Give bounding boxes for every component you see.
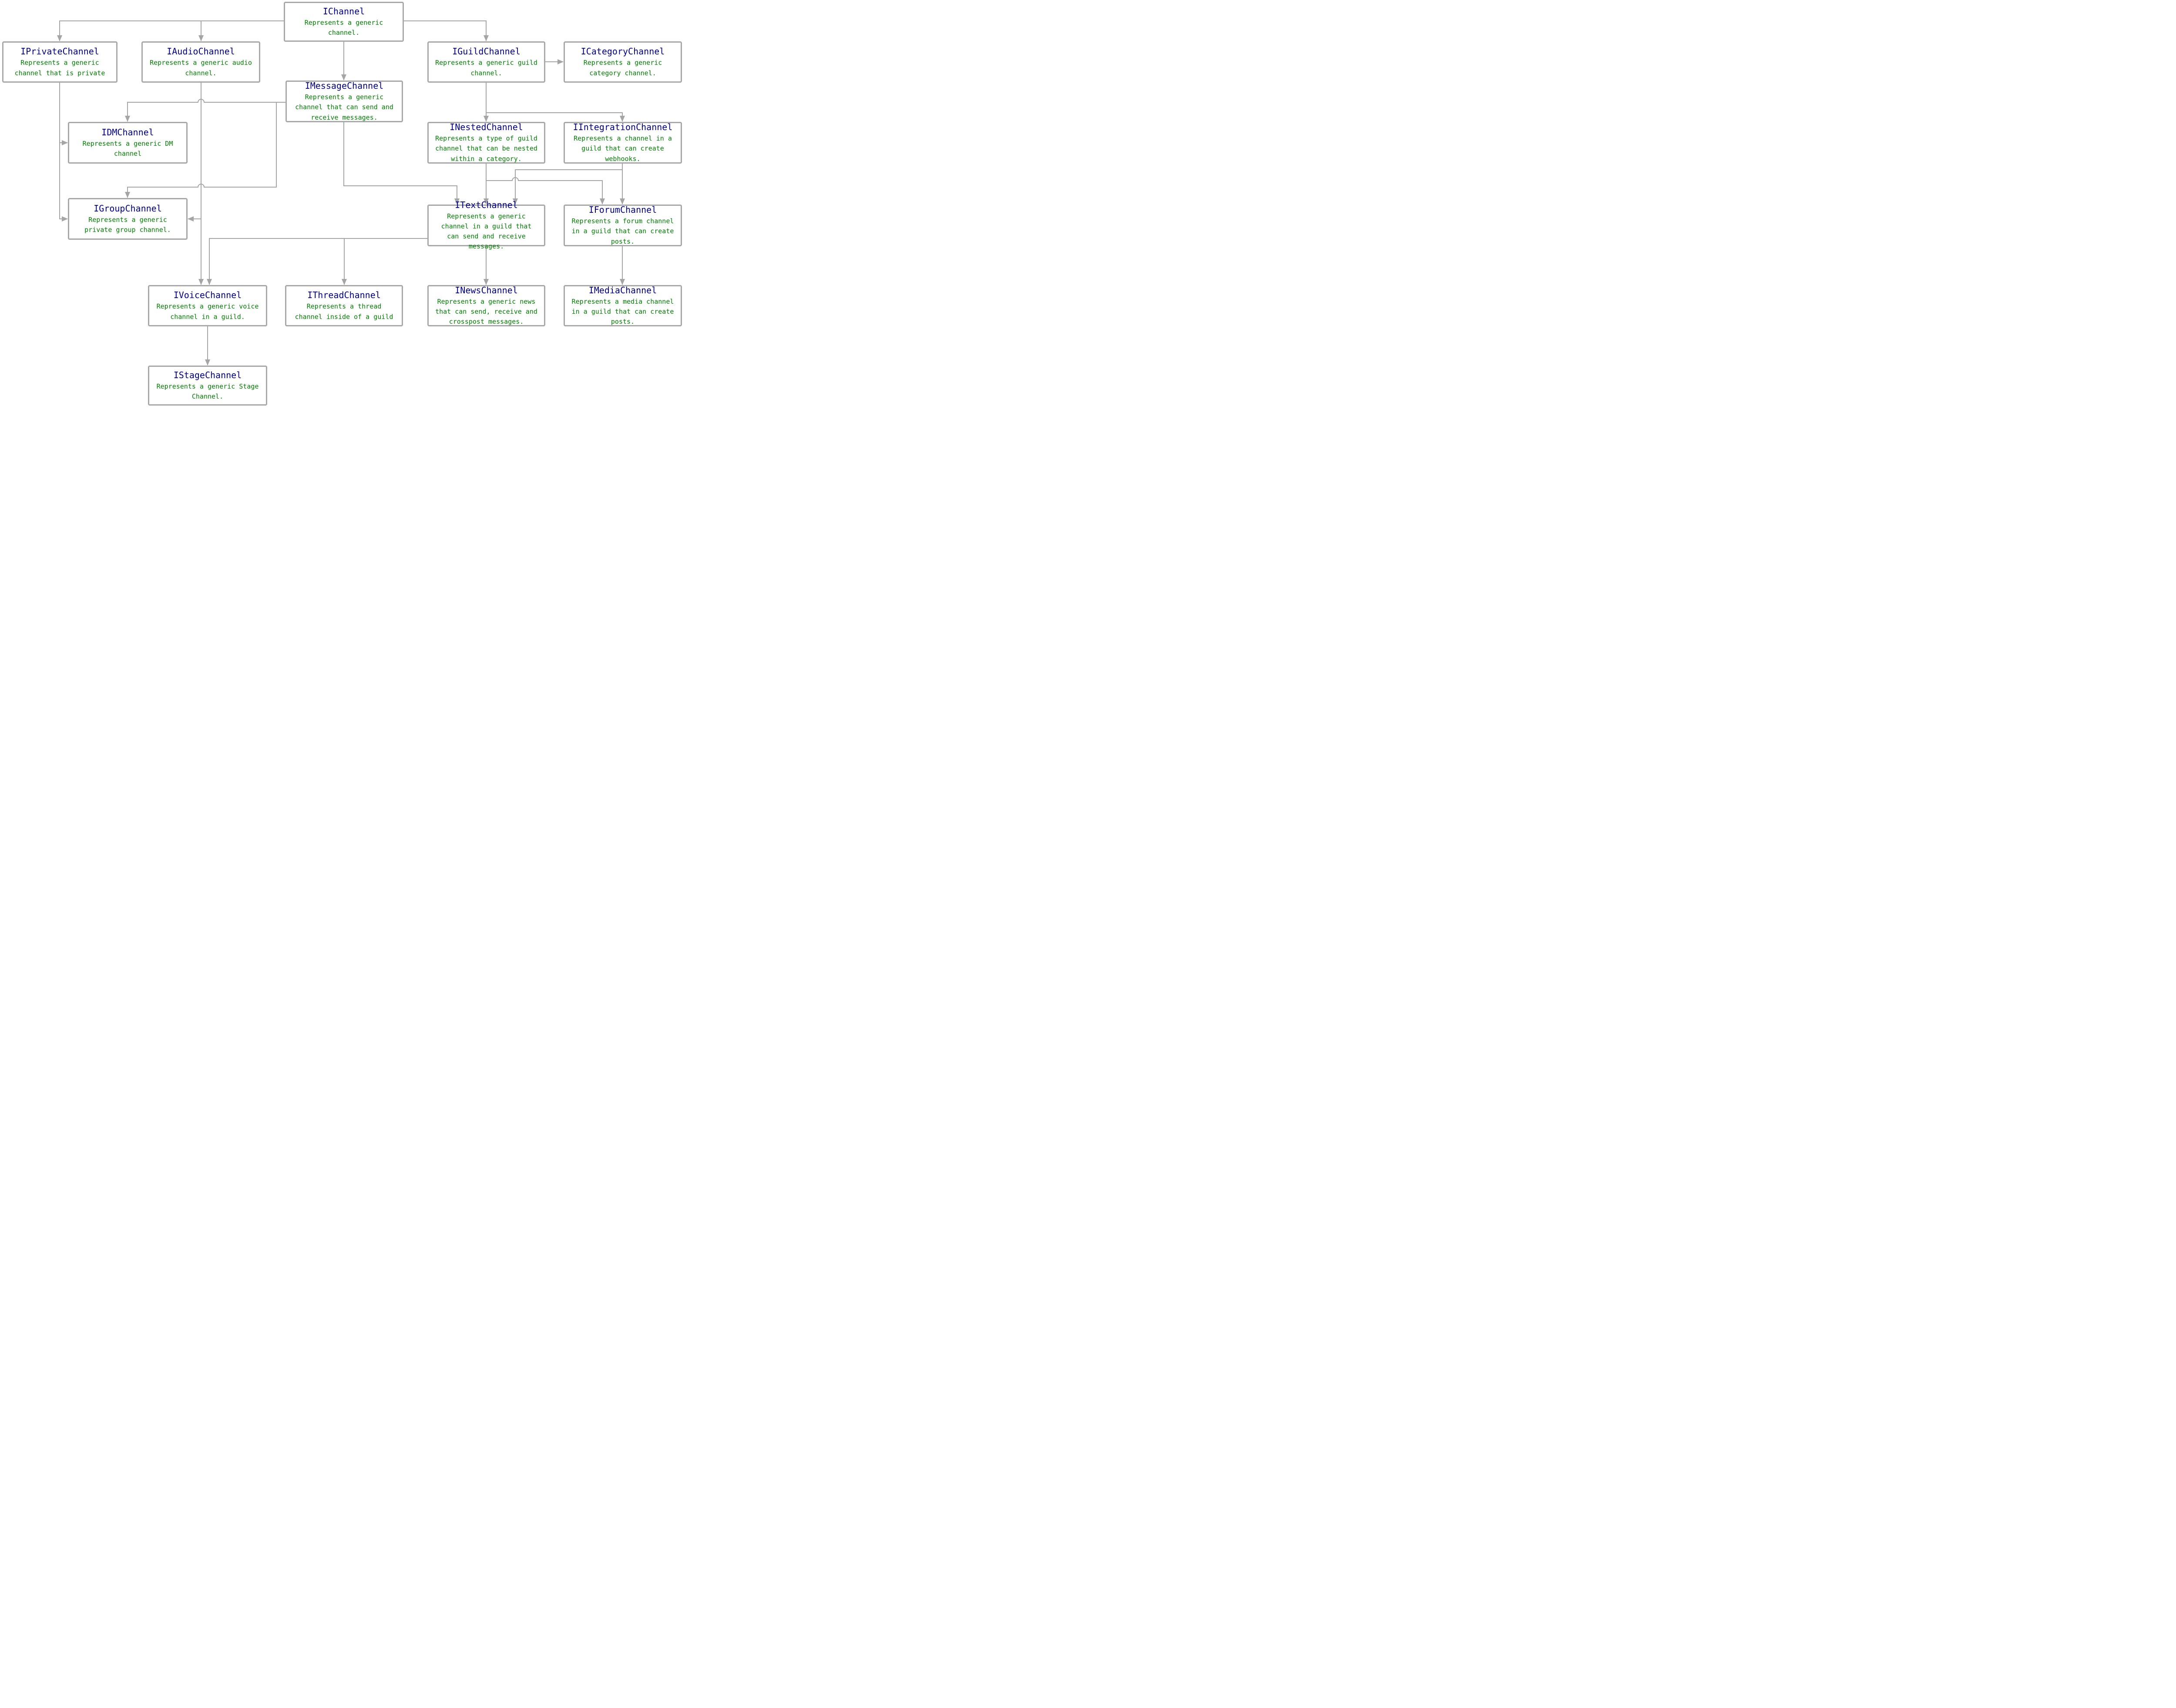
interface-description: Represents a generic audio channel.: [150, 59, 252, 77]
interface-description: Represents a generic category channel.: [583, 59, 662, 77]
interface-name: IStageChannel: [173, 369, 242, 380]
interface-name: IIntegrationChannel: [573, 122, 673, 133]
interface-description: Represents a generic private group chann…: [84, 215, 171, 234]
node-icategorychannel[interactable]: ICategoryChannel Represents a generic ca…: [564, 41, 682, 83]
interface-name: ICategoryChannel: [581, 46, 665, 57]
edge-itextchannel-to-ivoicechannel: [207, 238, 427, 285]
interface-name: IPrivateChannel: [20, 46, 99, 57]
interface-name: IDMChannel: [101, 127, 154, 138]
interface-description: Represents a channel in a guild that can…: [574, 134, 672, 163]
interface-name: IThreadChannel: [307, 290, 381, 301]
node-idmchannel[interactable]: IDMChannel Represents a generic DM chann…: [68, 122, 188, 164]
edge-inestedchannel-to-iforumchannel: [486, 177, 605, 205]
node-imediachannel[interactable]: IMediaChannel Represents a media channel…: [564, 285, 682, 326]
interface-name: IChannel: [322, 6, 365, 17]
edge-iguildchannel-to-iintegrationchannel: [486, 112, 625, 122]
interface-name: IAudioChannel: [167, 46, 235, 57]
node-ivoicechannel[interactable]: IVoiceChannel Represents a generic voice…: [148, 285, 267, 326]
interface-hierarchy-diagram: IChannel Represents a generic channel. I…: [0, 0, 682, 406]
node-imessagechannel[interactable]: IMessageChannel Represents a generic cha…: [285, 81, 403, 122]
edge-iintegrationchannel-to-itextchannel: [513, 169, 622, 205]
interface-description: Represents a generic channel that is pri…: [14, 59, 105, 77]
interface-description: Represents a generic guild channel.: [435, 59, 537, 77]
node-iaudiochannel[interactable]: IAudioChannel Represents a generic audio…: [141, 41, 260, 83]
node-igroupchannel[interactable]: IGroupChannel Represents a generic priva…: [68, 198, 188, 240]
edge-ichannel-to-iprivatechannel: [57, 20, 284, 41]
node-iguildchannel[interactable]: IGuildChannel Represents a generic guild…: [427, 41, 545, 83]
interface-description: Represents a forum channel in a guild th…: [571, 217, 674, 245]
edge-iprivatechannel-to-idmchannel: [59, 83, 68, 145]
interface-description: Represents a type of guild channel that …: [435, 134, 537, 163]
interface-description: Represents a generic DM channel: [82, 139, 173, 158]
interface-name: IForumChannel: [588, 205, 657, 215]
interface-description: Represents a generic news that can send,…: [435, 297, 537, 326]
interface-name: IMediaChannel: [588, 285, 657, 295]
interface-name: IGuildChannel: [452, 46, 520, 57]
interface-name: INewsChannel: [455, 285, 518, 295]
node-itextchannel[interactable]: ITextChannel Represents a generic channe…: [427, 200, 545, 250]
node-iprivatechannel[interactable]: IPrivateChannel Represents a generic cha…: [2, 41, 118, 83]
node-inewschannel[interactable]: INewsChannel Represents a generic news t…: [427, 285, 545, 326]
edge-ichannel-to-iguildchannel: [404, 20, 489, 41]
node-ithreadchannel[interactable]: IThreadChannel Represents a thread chann…: [285, 285, 403, 326]
interface-name: IGroupChannel: [94, 203, 162, 214]
interface-description: Represents a generic channel in a guild …: [441, 212, 532, 251]
node-inestedchannel[interactable]: INestedChannel Represents a type of guil…: [427, 122, 545, 164]
interface-description: Represents a generic voice channel in a …: [156, 302, 259, 321]
node-iforumchannel[interactable]: IForumChannel Represents a forum channel…: [564, 205, 682, 246]
edge-imessagechannel-to-idmchannel: [125, 99, 285, 122]
interface-name: IMessageChannel: [305, 81, 384, 91]
interface-description: Represents a generic Stage Channel.: [156, 382, 259, 400]
interface-description: Represents a thread channel inside of a …: [295, 302, 393, 321]
interface-description: Represents a generic channel that can se…: [295, 93, 393, 121]
node-ichannel[interactable]: IChannel Represents a generic channel.: [284, 2, 404, 42]
interface-description: Represents a generic channel.: [304, 18, 383, 37]
interface-name: IVoiceChannel: [173, 290, 242, 301]
interface-name: ITextChannel: [455, 199, 518, 210]
interface-name: INestedChannel: [450, 122, 523, 133]
edge-imessagechannel-to-itextchannel: [343, 122, 460, 205]
node-istagechannel[interactable]: IStageChannel Represents a generic Stage…: [148, 366, 267, 406]
connector-layer: [57, 20, 625, 366]
edge-iprivatechannel-to-igroupchannel: [59, 143, 68, 221]
interface-description: Represents a media channel in a guild th…: [571, 297, 674, 326]
node-iintegrationchannel[interactable]: IIntegrationChannel Represents a channel…: [564, 122, 682, 164]
